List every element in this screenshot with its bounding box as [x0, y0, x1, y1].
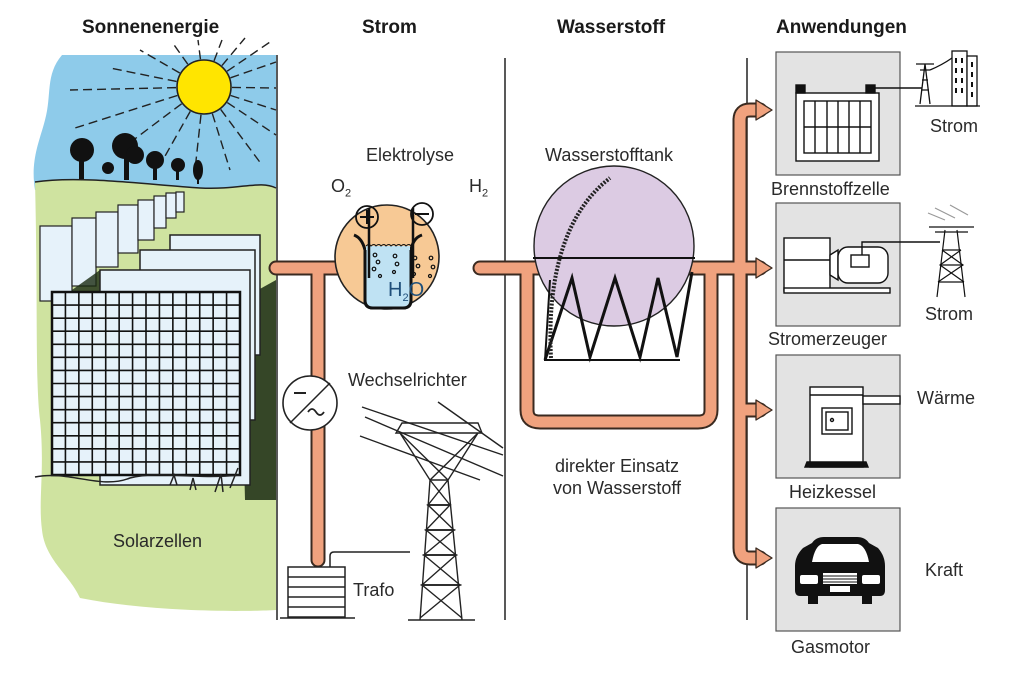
arrow-to-fuel-cell	[755, 99, 773, 121]
solar-cells-label: Solarzellen	[113, 531, 203, 551]
water-subscript: 2	[402, 292, 409, 304]
oxygen-subscript: 2	[345, 187, 352, 200]
water-o: O	[408, 279, 425, 301]
boiler-icon	[803, 386, 901, 468]
header-solar-energy: Sonnenenergie	[82, 17, 220, 38]
plus-terminal-icon	[355, 205, 379, 229]
water-label: H2O	[388, 279, 424, 304]
small-pylon-icon	[927, 204, 974, 298]
trees	[70, 133, 203, 184]
water-h: H	[388, 279, 403, 301]
arrow-to-generator	[755, 257, 773, 279]
front-solar-panel	[50, 290, 242, 477]
oxygen-symbol: O	[331, 176, 346, 196]
hydrogen-subscript: 2	[482, 187, 489, 200]
electrolysis-unit	[334, 202, 440, 310]
generator-icon	[783, 237, 940, 294]
inverter-icon	[282, 375, 338, 431]
application-name: Brennstoffzelle	[771, 179, 890, 199]
electrolysis-label: Elektrolyse	[366, 145, 455, 165]
hydrogen-symbol: H	[469, 176, 482, 196]
header-applications: Anwendungen	[776, 17, 907, 38]
oxygen-label: O2	[331, 176, 351, 200]
pipes	[268, 99, 773, 569]
solar-scene	[33, 37, 277, 611]
sun	[176, 59, 232, 115]
arrow-to-engine	[755, 547, 773, 569]
direct-use-line1: direkter Einsatz	[554, 456, 680, 476]
application-name: Heizkessel	[789, 482, 877, 502]
direct-use-line2: von Wasserstoff	[552, 478, 682, 498]
hydrogen-gas-label: H2	[469, 176, 488, 200]
direct-use-label: direkter Einsatz von Wasserstoff	[542, 455, 692, 499]
application-output: Kraft	[925, 560, 964, 580]
gas-bubbles	[371, 252, 436, 279]
hydrogen-tank-icon	[533, 165, 695, 363]
minus-terminal-icon	[410, 202, 434, 226]
header-power: Strom	[362, 17, 417, 38]
transformer-icon	[280, 551, 410, 619]
application-output: Strom	[925, 304, 974, 324]
pylon-and-building-icon	[915, 50, 980, 107]
car-icon	[795, 537, 885, 604]
inverter-label: Wechselrichter	[348, 370, 467, 390]
application-name: Gasmotor	[791, 637, 871, 657]
application-name: Stromerzeuger	[768, 329, 888, 349]
back-solar-panels	[39, 191, 185, 302]
transformer-label: Trafo	[353, 580, 395, 600]
arrow-to-boiler	[755, 399, 773, 421]
power-pylon-icon	[359, 401, 504, 621]
tank-label: Wasserstofftank	[545, 145, 674, 165]
application-output: Wärme	[917, 388, 975, 408]
header-hydrogen: Wasserstoff	[557, 17, 666, 38]
application-output: Strom	[930, 116, 979, 136]
fuel-cell-icon	[795, 84, 922, 162]
